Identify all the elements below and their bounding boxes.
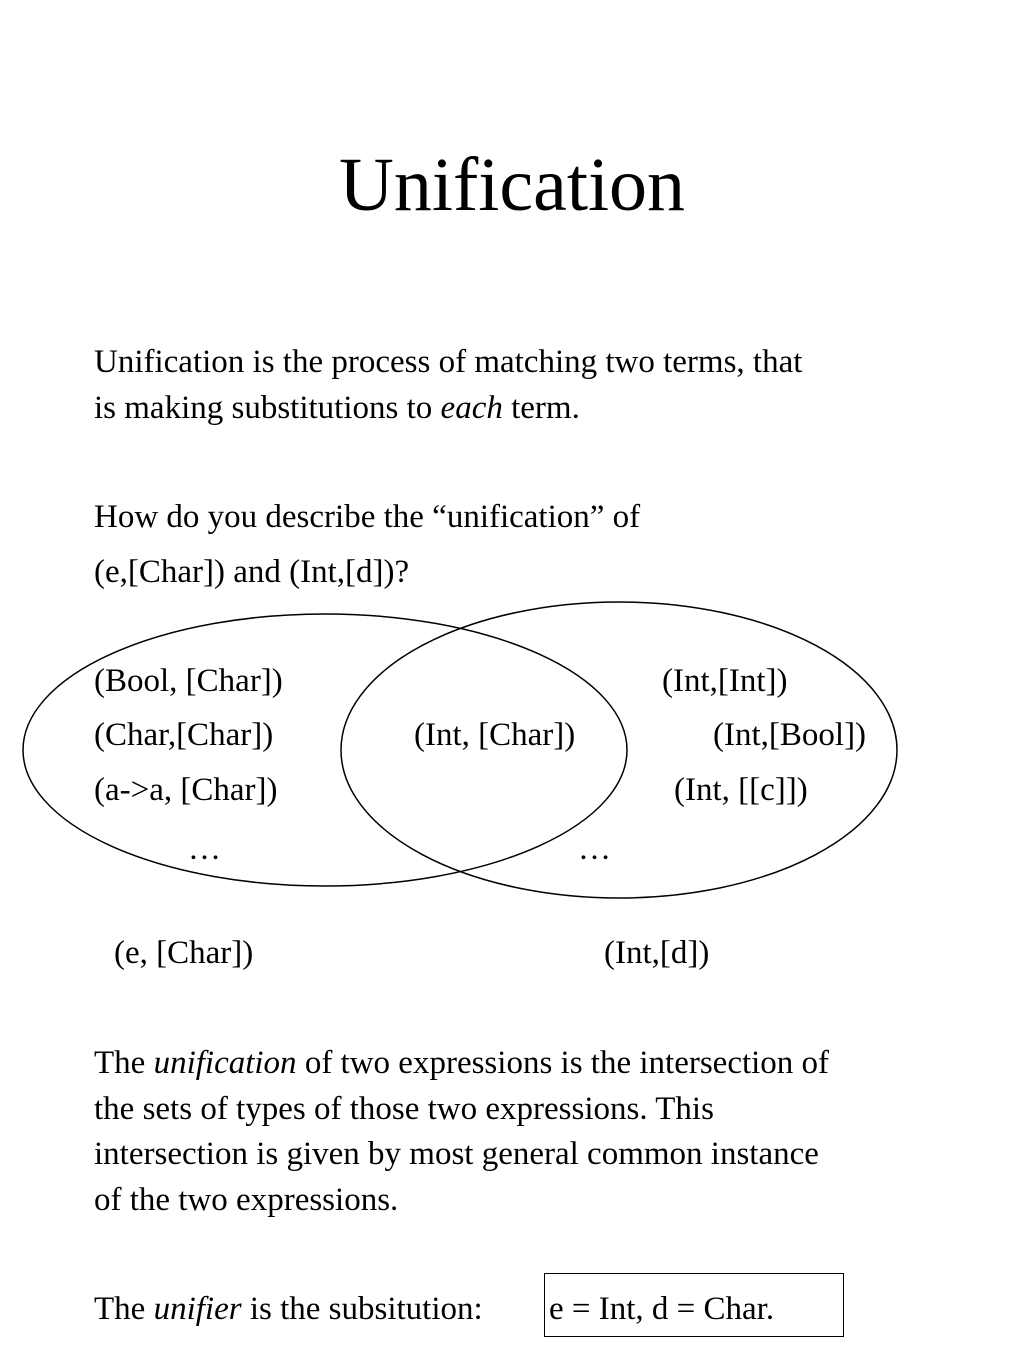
intro-line-2: is making substitutions to each term.	[94, 385, 580, 431]
unifier-end: is the subsitution:	[241, 1291, 483, 1327]
intro-line-2-end: term.	[502, 390, 580, 426]
right-set-item: (Int,[Bool])	[713, 717, 867, 753]
unifier-emphasis: unifier	[153, 1291, 242, 1327]
unifier-box	[544, 1273, 844, 1337]
right-set-item: (Int, [[c]])	[674, 772, 808, 808]
intro-emphasis: each	[440, 390, 503, 426]
definition-line-4: of the two expressions.	[94, 1182, 399, 1218]
intro-line-2-start: is making substitutions to	[94, 390, 441, 426]
question-line-2: (e,[Char]) and (Int,[d])?	[94, 554, 410, 590]
definition-line-1-end: of two expressions is the intersection o…	[296, 1045, 830, 1081]
intro-line-1: Unification is the process of matching t…	[94, 344, 803, 380]
right-set-ellipse	[340, 601, 898, 899]
definition-line-1: The unification of two expressions is th…	[94, 1040, 829, 1086]
left-set-item: (a->a, [Char])	[94, 772, 278, 808]
left-set-item: (Bool, [Char])	[94, 663, 283, 699]
left-set-item: (Char,[Char])	[94, 717, 274, 753]
right-set-label: (Int,[d])	[604, 935, 710, 971]
definition-line-2: the sets of types of those two expressio…	[94, 1091, 714, 1127]
right-set-ellipsis: …	[578, 831, 611, 867]
unifier-line: The unifier is the subsitution:	[94, 1286, 483, 1332]
page-title: Unification	[338, 143, 686, 227]
question-line-1: How do you describe the “unification” of	[94, 499, 641, 535]
right-set-item: (Int,[Int])	[662, 663, 788, 699]
definition-line-3: intersection is given by most general co…	[94, 1136, 819, 1172]
intersection-item: (Int, [Char])	[414, 717, 576, 753]
left-set-ellipse	[22, 613, 628, 887]
definition-emphasis: unification	[153, 1045, 297, 1081]
left-set-ellipsis: …	[188, 831, 221, 867]
unifier-start: The	[94, 1291, 154, 1327]
definition-start: The	[94, 1045, 154, 1081]
unifier-substitution: e = Int, d = Char.	[549, 1291, 775, 1327]
left-set-label: (e, [Char])	[114, 935, 254, 971]
